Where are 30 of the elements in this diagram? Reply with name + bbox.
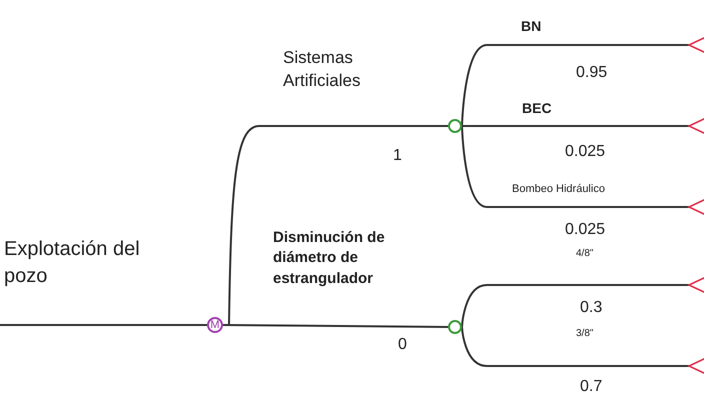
branch-line: [461, 44, 689, 126]
branch-line: [461, 126, 689, 208]
probability-label: 0: [398, 335, 407, 355]
edge-label: BEC: [522, 99, 553, 118]
edge-label: Disminución de diámetro de estrangulador: [273, 228, 386, 288]
end-node: [688, 357, 704, 375]
probability-label: 0.7: [580, 377, 602, 397]
edge-label: Explotación del pozo: [4, 237, 141, 289]
branch-line: [461, 284, 689, 328]
end-node: [688, 276, 704, 294]
edge-label: 4/8": [576, 247, 594, 260]
probability-label: 1: [393, 146, 402, 166]
edge-label: Sistemas Artificiales: [283, 47, 362, 92]
edge-label: Bombeo Hidráulico: [512, 182, 606, 197]
chance-node: [448, 119, 462, 133]
end-node: [688, 117, 704, 135]
probability-label: 0.025: [565, 220, 606, 240]
branch-line: [462, 125, 689, 127]
probability-label: 0.025: [565, 142, 606, 162]
end-node: [688, 198, 704, 216]
node-symbol: M: [209, 318, 221, 333]
edge-label: 3/8": [576, 327, 594, 340]
chance-node: [448, 320, 462, 334]
branch-line: [0, 324, 207, 326]
branch-line: [223, 324, 448, 328]
branch-line: [461, 326, 689, 367]
edge-label: BN: [521, 17, 542, 36]
probability-label: 0.95: [576, 63, 608, 83]
probability-label: 0.3: [580, 298, 602, 318]
end-node: [688, 36, 704, 54]
